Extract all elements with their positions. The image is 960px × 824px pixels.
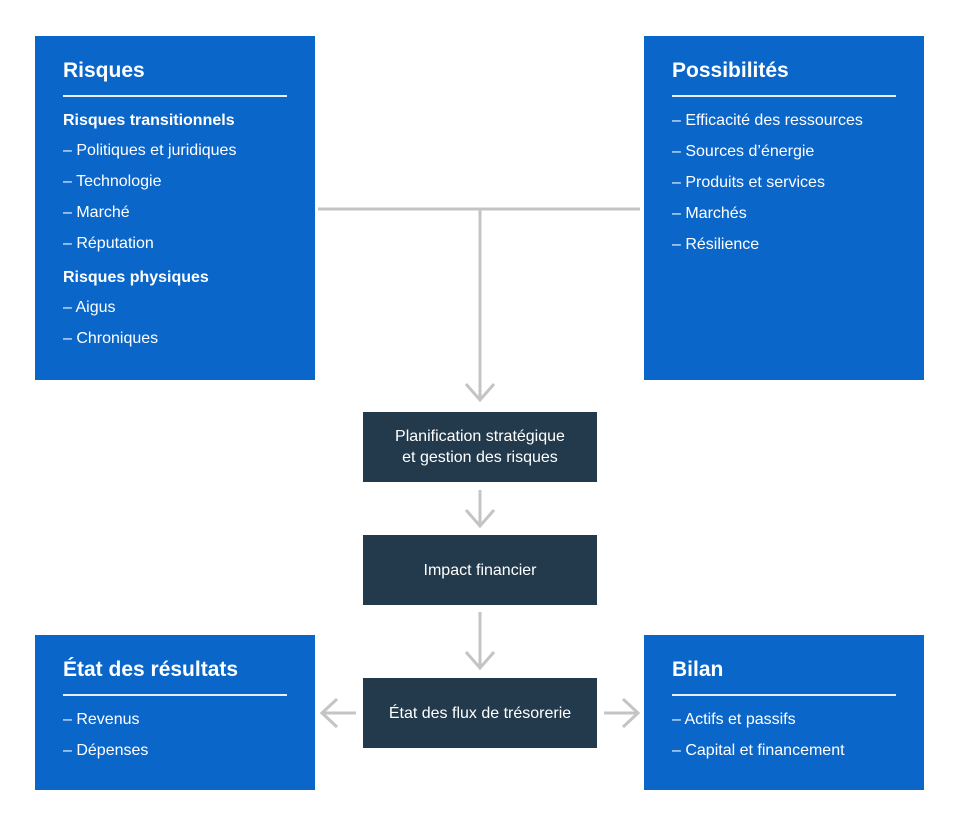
opportunity-item-resilience: Résilience	[672, 235, 924, 255]
balance-sheet-title-rule	[672, 694, 896, 696]
cash-flow-box: État des flux de trésorerie	[363, 678, 597, 748]
risk-item-policy-legal: Politiques et juridiques	[63, 141, 315, 161]
income-item-expenses: Dépenses	[63, 741, 315, 761]
risks-title: Risques	[63, 59, 145, 82]
balance-sheet-title: Bilan	[672, 658, 724, 681]
opportunity-item-products-services: Produits et services	[672, 173, 924, 193]
physical-risks-heading: Risques physiques	[63, 269, 209, 286]
income-statement-title-rule	[63, 694, 287, 696]
opportunities-title-rule	[672, 95, 896, 97]
risks-box: Risques Risques transitionnels Politique…	[35, 36, 315, 380]
transitional-risks-heading: Risques transitionnels	[63, 112, 235, 129]
opportunity-item-energy-source: Sources d’énergie	[672, 142, 924, 162]
strategic-planning-line2: et gestion des risques	[402, 449, 558, 466]
risk-item-market: Marché	[63, 203, 315, 223]
risk-item-chronic: Chroniques	[63, 329, 315, 349]
arrow-down-2	[464, 509, 496, 529]
opportunities-box: Possibilités Efficacité des ressources S…	[644, 36, 924, 380]
arrow-left	[319, 697, 339, 729]
opportunity-item-markets: Marchés	[672, 204, 924, 224]
opportunities-title: Possibilités	[672, 59, 789, 82]
opportunity-item-resource-efficiency: Efficacité des ressources	[672, 111, 924, 131]
financial-impact-label: Impact financier	[423, 561, 537, 579]
risk-item-technology: Technologie	[63, 172, 315, 192]
balance-sheet-box: Bilan Actifs et passifs Capital et finan…	[644, 635, 924, 790]
income-statement-box: État des résultats Revenus Dépenses	[35, 635, 315, 790]
cash-flow-label: État des flux de trésorerie	[388, 704, 572, 722]
income-statement-title: État des résultats	[63, 658, 239, 681]
arrow-down-3	[464, 651, 496, 671]
strategic-planning-line1: Planification stratégique	[395, 428, 565, 445]
arrow-right	[621, 697, 641, 729]
balance-item-capital-financing: Capital et financement	[672, 741, 924, 761]
risk-item-reputation: Réputation	[63, 234, 315, 254]
strategic-planning-box: Planification stratégique et gestion des…	[363, 412, 597, 482]
balance-item-assets-liabilities: Actifs et passifs	[672, 710, 924, 730]
financial-impact-box: Impact financier	[363, 535, 597, 605]
income-item-revenues: Revenus	[63, 710, 315, 730]
arrow-down-1	[464, 383, 496, 403]
risks-title-rule	[63, 95, 287, 97]
risk-item-acute: Aigus	[63, 298, 315, 318]
